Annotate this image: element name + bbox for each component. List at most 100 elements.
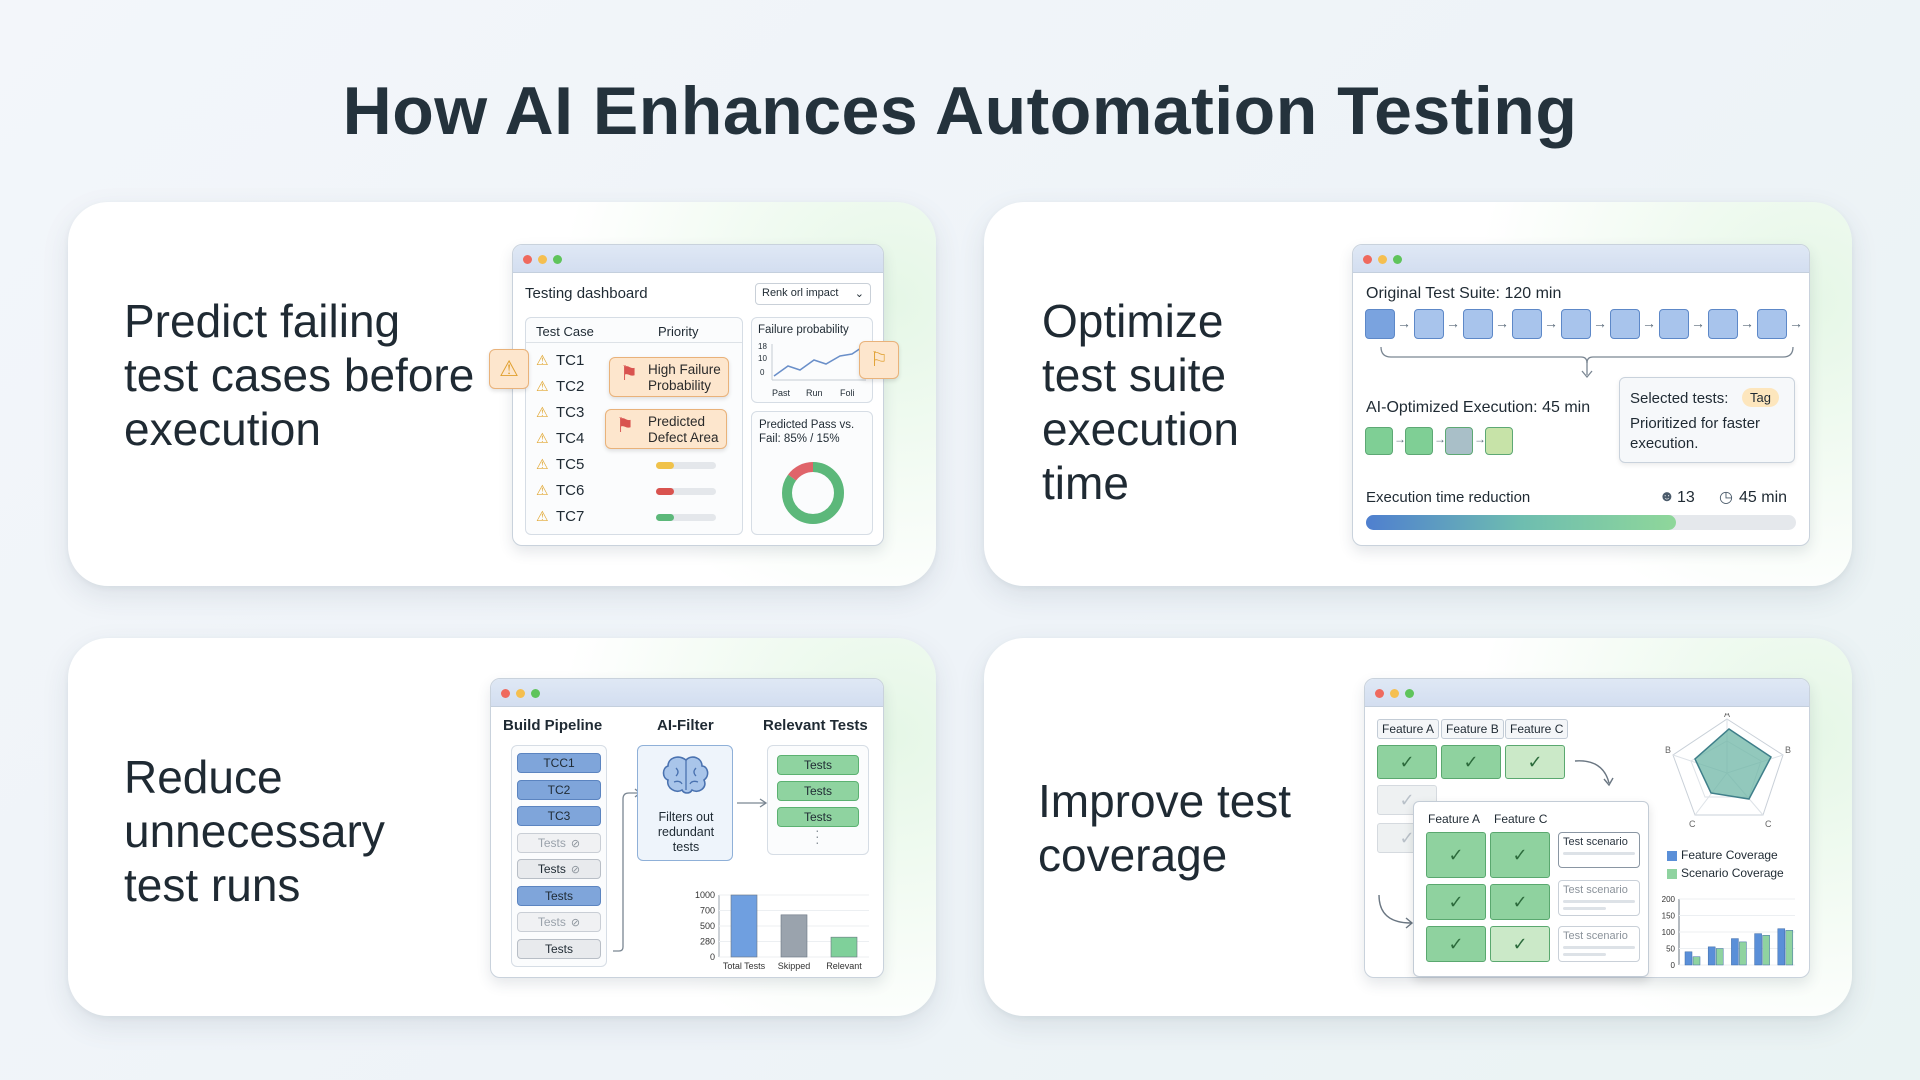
maximize-dot-icon[interactable] (1393, 255, 1402, 264)
table-row[interactable]: ⚠TC6 (526, 480, 742, 504)
test-scenario-card[interactable]: Test scenario (1558, 926, 1640, 962)
rank-dropdown[interactable]: Renk orl impact ⌄ (755, 283, 871, 305)
feature-header: Feature A (1428, 812, 1481, 826)
pipeline-test-item[interactable]: Tests⊘ (517, 912, 601, 932)
relevant-title: Relevant Tests (763, 717, 868, 734)
coverage-check-cell: ✓ (1426, 926, 1486, 962)
minimize-dot-icon[interactable] (1378, 255, 1387, 264)
col-priority: Priority (658, 324, 699, 339)
warning-icon: ⚠ (536, 430, 549, 446)
card-coverage: Improve test coverage Feature A Feature … (984, 638, 1852, 1016)
maximize-dot-icon[interactable] (531, 689, 540, 698)
test-case-id: TC2 (556, 378, 585, 395)
check-icon: ✓ (1448, 891, 1464, 912)
red-flag-icon: ⚑ (616, 415, 634, 437)
scenario-label: Test scenario (1563, 836, 1628, 848)
dashboard-title: Testing dashboard (525, 285, 648, 302)
pipeline-window: Build Pipeline AI-Filter Relevant Tests … (490, 678, 884, 978)
test-scenario-card[interactable]: Test scenario (1558, 880, 1640, 916)
coverage-check-cell: ✓ (1441, 745, 1501, 779)
blocked-icon: ⊘ (570, 864, 581, 876)
test-case-id: TC1 (556, 352, 585, 369)
check-icon: ✓ (1527, 751, 1543, 772)
pipeline-test-item[interactable]: Tests⊘ (517, 859, 601, 879)
coverage-window: Feature A Feature B Feature C ✓ ✓ ✓ ✓ ✓ … (1364, 678, 1810, 978)
card-heading: Improve test coverage (1038, 775, 1292, 881)
close-dot-icon[interactable] (501, 689, 510, 698)
x-tick-label: Skipped (778, 961, 811, 971)
warning-icon: ⚠ (536, 404, 549, 420)
table-row[interactable]: ⚠TC7 (526, 506, 742, 530)
minimize-dot-icon[interactable] (538, 255, 547, 264)
check-icon: ✓ (1512, 933, 1528, 954)
coverage-check-cell: ✓ (1490, 832, 1550, 878)
maximize-dot-icon[interactable] (553, 255, 562, 264)
relevant-test-item[interactable]: Tests (777, 781, 859, 801)
filter-desc: Filters out redundant tests (657, 810, 715, 854)
curved-arrow-icon (1574, 760, 1614, 787)
selected-desc: Prioritized for faster execution. (1630, 415, 1761, 452)
test-step-block (1414, 309, 1444, 339)
relevant-test-item[interactable]: Tests (777, 755, 859, 775)
close-dot-icon[interactable] (523, 255, 532, 264)
check-icon: ✓ (1448, 844, 1464, 865)
y-tick-label: 0 (1671, 961, 1676, 970)
window-titlebar (513, 245, 883, 273)
relevant-test-item[interactable]: Tests (777, 807, 859, 827)
warning-icon: ⚠ (536, 482, 549, 498)
pipeline-test-item[interactable]: Tests (517, 885, 601, 906)
card-heading: Optimize test suite execution time (1042, 295, 1239, 509)
failure-probability-panel: Failure probability 18 10 0 Past Run Fol… (751, 317, 873, 403)
radar-label: C (1689, 819, 1696, 829)
coverage-bar (1762, 935, 1770, 966)
feature-header: Feature C (1505, 719, 1569, 739)
coverage-front-panel: Feature A Feature C ✓ ✓ ✓ ✓ ✓ ✓ Test sce… (1413, 801, 1649, 977)
dashboard-window: Testing dashboard Renk orl impact ⌄ Test… (489, 244, 899, 546)
merge-bracket (1380, 346, 1794, 379)
brain-icon (662, 756, 709, 794)
bar (730, 894, 758, 958)
pipeline-test-item[interactable]: TC3 (517, 806, 601, 826)
coverage-check-cell: ✓ (1490, 926, 1550, 962)
pipeline-test-item[interactable]: Tests⊘ (517, 832, 601, 853)
pipeline-test-item[interactable]: Tests (517, 938, 601, 959)
minimize-dot-icon[interactable] (1390, 689, 1399, 698)
coverage-check-cell: ✓ (1505, 745, 1565, 779)
pipeline-test-item[interactable]: TC2 (517, 779, 601, 800)
card-heading: Reduce unnecessary test runs (124, 751, 385, 911)
priority-track (656, 462, 716, 469)
table-row[interactable]: ⚠TC5 (526, 454, 742, 478)
selected-tests-box: Selected tests: Tag Prioritized for fast… (1619, 377, 1795, 463)
close-dot-icon[interactable] (1375, 689, 1384, 698)
test-step-block (1610, 309, 1640, 339)
check-icon: ✓ (1448, 933, 1464, 954)
coverage-check-cell: ✓ (1426, 832, 1486, 878)
test-case-id: TC3 (556, 404, 585, 421)
test-scenario-card[interactable]: Test scenario (1558, 832, 1640, 868)
bar (780, 914, 808, 958)
window-titlebar (1365, 679, 1809, 707)
yellow-flag-icon: ⚐ (870, 349, 888, 371)
coverage-check-cell: ✓ (1426, 884, 1486, 920)
legend-label: Scenario Coverage (1681, 866, 1784, 880)
y-tick-label: 100 (1662, 928, 1676, 937)
maximize-dot-icon[interactable] (1405, 689, 1414, 698)
pipeline-list (511, 745, 607, 967)
check-icon: ✓ (1463, 751, 1479, 772)
more-ellipsis-icon: ··· (815, 822, 820, 850)
y-tick-label: 200 (1662, 895, 1676, 904)
check-icon: ✓ (1399, 751, 1415, 772)
bar (830, 936, 858, 958)
test-step-block (1512, 309, 1542, 339)
red-flag-icon: ⚑ (620, 363, 638, 385)
close-dot-icon[interactable] (1363, 255, 1372, 264)
pipeline-test-item[interactable]: TCC1 (517, 753, 601, 773)
minimize-dot-icon[interactable] (516, 689, 525, 698)
selected-tests-label: Selected tests: (1630, 390, 1729, 407)
coverage-bar (1684, 951, 1693, 966)
coverage-bar (1707, 946, 1716, 966)
pass-fail-title: Predicted Pass vs. Fail: 85% / 15% (759, 419, 855, 445)
test-step-block (1757, 309, 1787, 339)
test-case-id: TC5 (556, 456, 585, 473)
